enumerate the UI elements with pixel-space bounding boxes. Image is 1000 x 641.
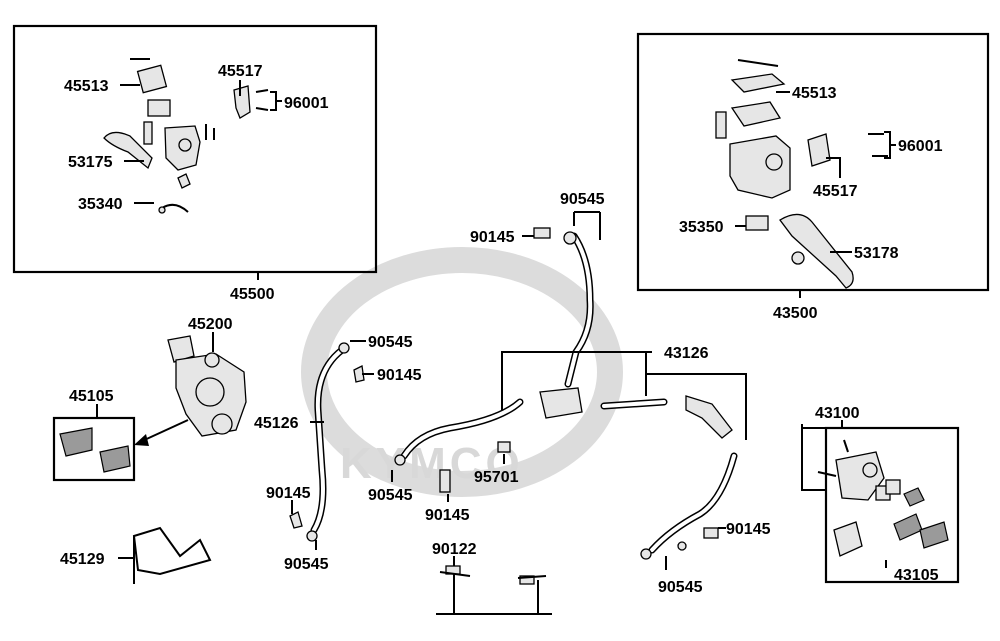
caliper-to-pads-arrow <box>134 419 189 446</box>
label-90545-top-center: 90545 <box>560 191 605 208</box>
front-caliper <box>167 335 247 437</box>
label-35350: 35350 <box>679 219 724 236</box>
brake-hose-45126 <box>289 342 365 542</box>
label-90145-lower-left: 90145 <box>266 485 311 502</box>
label-45513-left: 45513 <box>64 78 109 95</box>
label-90145-top-center: 90145 <box>470 229 515 246</box>
hose-bracket-45129 <box>118 526 212 584</box>
label-90545-lower-left: 90545 <box>284 556 329 573</box>
box-43500 <box>636 32 990 298</box>
box-45105 <box>52 404 136 482</box>
left-leaders <box>120 80 282 204</box>
label-45513-right: 45513 <box>792 85 837 102</box>
label-43500: 43500 <box>773 305 818 322</box>
box-43100 <box>801 420 960 584</box>
bolts-90122 <box>436 556 552 615</box>
label-90145-right: 90145 <box>726 521 771 538</box>
label-90122: 90122 <box>432 541 477 558</box>
right-leaders <box>735 91 896 253</box>
label-45517-left: 45517 <box>218 63 263 80</box>
label-90545-upper-left: 90545 <box>368 334 413 351</box>
label-90545-center: 90545 <box>368 487 413 504</box>
label-90145-center: 90145 <box>425 507 470 524</box>
label-43126: 43126 <box>664 345 709 362</box>
label-45126: 45126 <box>254 415 299 432</box>
hose-45126-leaders <box>291 340 374 550</box>
brake-hose-43126 <box>394 227 738 560</box>
watermark-brand-text: KYMCO <box>340 439 524 488</box>
label-95701: 95701 <box>474 469 519 486</box>
hose-43126-leaders <box>391 211 747 570</box>
label-45129: 45129 <box>60 551 105 568</box>
rear-caliper-parts <box>817 439 949 557</box>
label-45200: 45200 <box>188 316 233 333</box>
right-master-cylinder-parts <box>715 59 888 289</box>
label-43105: 43105 <box>894 567 939 584</box>
box-45500 <box>12 24 378 280</box>
label-45105: 45105 <box>69 388 114 405</box>
label-45517-right: 45517 <box>813 183 858 200</box>
label-96001-right: 96001 <box>898 138 943 155</box>
label-43100: 43100 <box>815 405 860 422</box>
label-53178: 53178 <box>854 245 899 262</box>
label-96001-left: 96001 <box>284 95 329 112</box>
label-90145-upper-left: 90145 <box>377 367 422 384</box>
label-45500: 45500 <box>230 286 275 303</box>
left-master-cylinder-parts <box>103 58 269 214</box>
kymco-watermark: KYMCO <box>301 247 623 497</box>
label-90545-right: 90545 <box>658 579 703 596</box>
label-35340: 35340 <box>78 196 123 213</box>
label-53175: 53175 <box>68 154 113 171</box>
